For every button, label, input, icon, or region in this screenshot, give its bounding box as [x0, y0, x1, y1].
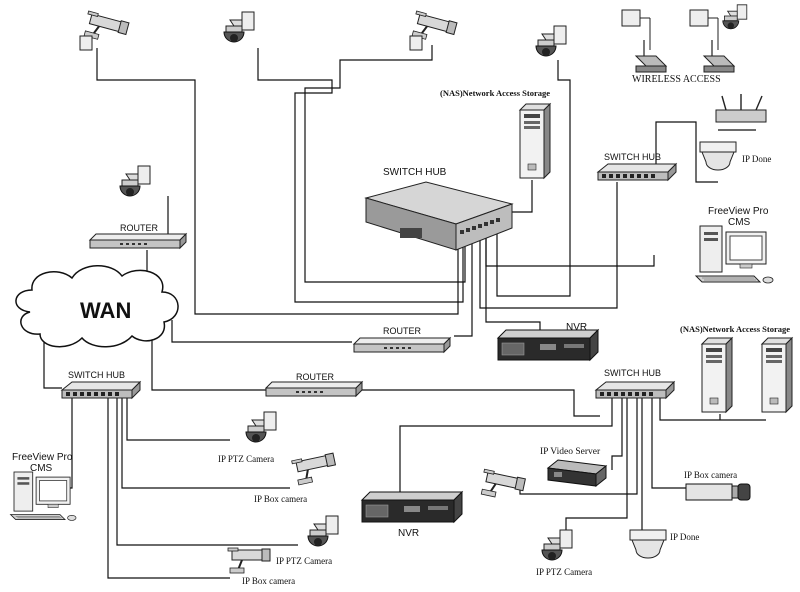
ip-done-bottom-label: IP Done: [670, 532, 699, 542]
cloud-icon: [15, 265, 179, 348]
wireless-access-point-icon: [621, 9, 667, 73]
ptz-dome-camera-icon: [307, 515, 339, 547]
ip-ptz-camera-3-label: IP PTZ Camera: [536, 567, 592, 577]
router-icon: [353, 337, 451, 353]
box-camera-icon: [478, 468, 527, 504]
ip-ptz-camera-2-label: IP PTZ Camera: [276, 556, 332, 566]
ptz-dome-camera-icon: [535, 25, 567, 57]
switch-hub-left-label: SWITCH HUB: [68, 370, 125, 380]
video-server-icon: [546, 459, 608, 488]
nvr-bottom-label: NVR: [398, 528, 419, 539]
network-cables: [43, 45, 766, 579]
desktop-pc-icon: [695, 225, 774, 284]
wireless-access-point-icon: [715, 94, 767, 123]
ip-done-top-label: IP Done: [742, 154, 771, 164]
router-lower-label: ROUTER: [296, 372, 335, 382]
desktop-pc-icon: [10, 471, 77, 521]
box-camera-icon: [227, 547, 271, 574]
router-icon: [89, 233, 187, 249]
ip-ptz-camera-1-label: IP PTZ Camera: [218, 454, 274, 464]
freeview-left-label-1: FreeView Pro: [12, 452, 73, 463]
box-camera-icon: [290, 451, 339, 487]
ptz-dome-camera-icon: [223, 11, 255, 43]
dome-camera-icon: [699, 141, 737, 171]
network-switch-icon: [595, 381, 675, 399]
nvr-recorder-icon: [497, 329, 599, 361]
dome-camera-icon: [629, 529, 667, 559]
box-camera-icon: [79, 35, 93, 51]
ip-box-camera-3-label: IP Box camera: [684, 470, 737, 480]
ptz-dome-camera-icon: [245, 411, 277, 443]
ptz-dome-camera-icon: [541, 529, 573, 561]
nas-right-label: (NAS)Network Access Storage: [680, 324, 790, 334]
box-camera-icon: [685, 483, 751, 501]
nvr-recorder-icon: [361, 491, 463, 523]
ip-box-camera-1-label: IP Box camera: [254, 494, 307, 504]
switch-hub-right-top-label: SWITCH HUB: [604, 152, 661, 162]
ip-box-camera-2-label: IP Box camera: [242, 576, 295, 586]
freeview-left-label-2: CMS: [30, 463, 53, 474]
router-mid-label: ROUTER: [383, 326, 422, 336]
freeview-right-label-2: CMS: [728, 217, 751, 228]
wan-label: WAN: [80, 298, 131, 323]
network-switch-icon: [61, 381, 141, 399]
network-switch-icon: [597, 163, 677, 181]
nas-tower-icon: [519, 103, 551, 179]
nas-tower-icon: [701, 337, 733, 413]
freeview-right-label-1: FreeView Pro: [708, 206, 769, 217]
network-switch-icon: [364, 181, 514, 251]
switch-hub-right-bottom-label: SWITCH HUB: [604, 368, 661, 378]
router-left-label: ROUTER: [120, 223, 159, 233]
router-icon: [265, 381, 363, 397]
ptz-dome-camera-icon: [722, 4, 748, 30]
nas-tower-icon: [761, 337, 793, 413]
ip-video-server-label: IP Video Server: [540, 447, 601, 457]
nvr-mid-label: NVR: [566, 322, 587, 333]
box-camera-icon: [409, 35, 423, 51]
nas-top-label: (NAS)Network Access Storage: [440, 88, 550, 98]
ptz-dome-camera-icon: [119, 165, 151, 197]
wireless-access-label: WIRELESS ACCESS: [632, 74, 721, 85]
switch-hub-center-label: SWITCH HUB: [383, 167, 447, 178]
